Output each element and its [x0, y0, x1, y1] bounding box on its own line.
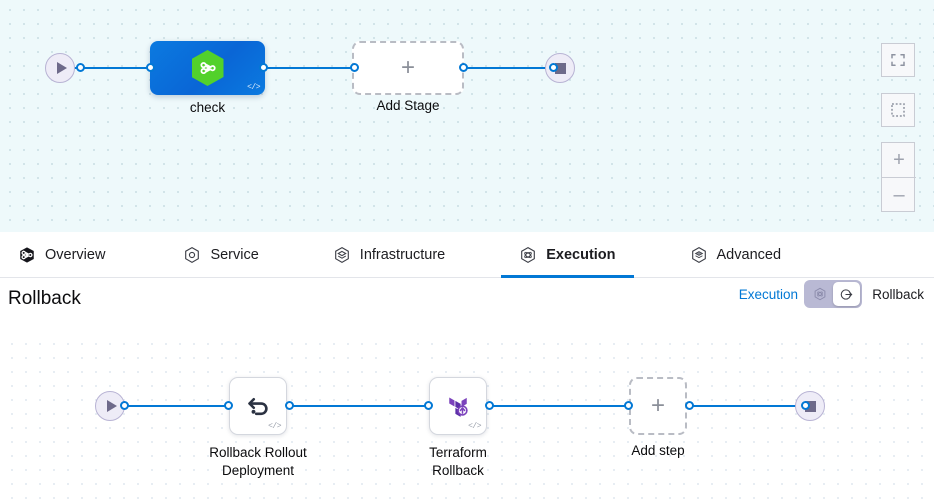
tab-label: Execution [546, 246, 616, 263]
step-node-rollback-rollout-deployment[interactable]: </> [229, 377, 287, 435]
edge-addstage-to-end [460, 67, 552, 69]
step-label-rollback-rollout-deployment: Rollback Rollout Deployment [178, 444, 338, 480]
stage-label-check: check [189, 100, 226, 115]
play-icon [106, 400, 117, 412]
tab-execution[interactable]: Execution [501, 232, 634, 278]
port-end-in[interactable] [549, 63, 558, 72]
step-label-line1: Rollback Rollout [209, 445, 307, 460]
port-step1-out[interactable] [285, 401, 294, 410]
port-check-in[interactable] [146, 63, 155, 72]
port-addstep-out[interactable] [685, 401, 694, 410]
edge-step2-to-addstep [488, 405, 630, 407]
toggle-option-rollback[interactable] [833, 282, 860, 306]
play-icon [56, 62, 67, 74]
toggle-option-execution[interactable] [806, 282, 833, 306]
rollback-undo-icon [248, 397, 268, 416]
tab-label: Advanced [716, 246, 782, 263]
edge-start-to-check [70, 67, 155, 69]
zoom-out-button[interactable]: – [882, 177, 916, 211]
edge-addstep-to-rend [688, 405, 804, 407]
marquee-select-icon [891, 103, 905, 117]
add-stage-label: Add Stage [376, 98, 440, 113]
execution-hexagon-icon [814, 287, 825, 301]
step-label-line2: Deployment [221, 463, 295, 478]
tab-overview[interactable]: Overview [16, 232, 107, 277]
layers-hexagon-icon [333, 246, 351, 264]
stage-tab-bar[interactable]: Overview Service Infrastructure [0, 232, 934, 278]
tab-advanced[interactable]: Advanced [688, 232, 784, 277]
pipeline-start-node[interactable] [45, 53, 75, 83]
port-addstep-in[interactable] [624, 401, 633, 410]
stop-icon [554, 62, 566, 74]
rollback-end-node[interactable] [795, 391, 825, 421]
service-hexagon-icon [183, 246, 201, 264]
port-step1-in[interactable] [224, 401, 233, 410]
port-rstart-out[interactable] [120, 401, 129, 410]
rollback-canvas[interactable]: </> Rollback Rollout Deployment </> Terr… [0, 332, 934, 500]
execution-rollback-toggle[interactable] [804, 280, 862, 308]
tab-service[interactable]: Service [181, 232, 260, 277]
step-label-line2: Rollback [432, 463, 484, 478]
rollback-header: Rollback Execution Rollback [0, 278, 934, 332]
tab-label: Overview [45, 246, 106, 263]
port-check-out[interactable] [259, 63, 268, 72]
port-start-out[interactable] [76, 63, 85, 72]
advanced-hexagon-icon [690, 246, 708, 264]
marquee-select-button[interactable] [881, 93, 915, 127]
code-badge-icon: </> [468, 422, 481, 431]
stop-icon [804, 400, 816, 412]
fit-to-screen-button[interactable] [881, 43, 915, 77]
tab-infrastructure[interactable]: Infrastructure [331, 232, 447, 277]
stage-node-check[interactable]: </> [150, 41, 265, 95]
tab-label: Infrastructure [359, 246, 446, 263]
plus-icon: + [650, 392, 665, 419]
port-step2-in[interactable] [424, 401, 433, 410]
add-step-label: Add step [631, 443, 685, 458]
zoom-controls[interactable]: + – [881, 142, 916, 212]
switch-label-rollback[interactable]: Rollback [872, 287, 924, 302]
fit-screen-icon [891, 54, 905, 66]
step-label-line1: Terraform [429, 445, 487, 460]
execution-hexagon-icon [519, 246, 537, 264]
port-rend-in[interactable] [801, 401, 810, 410]
page-title: Rollback [8, 288, 81, 309]
add-step-node[interactable]: + [629, 377, 687, 435]
edge-step1-to-step2 [288, 405, 430, 407]
port-step2-out[interactable] [485, 401, 494, 410]
harness-hexagon-icon [191, 50, 224, 86]
add-stage-node[interactable]: + [352, 41, 464, 95]
step-label-terraform-rollback: Terraform Rollback [378, 444, 538, 480]
edge-rstart-to-step1 [120, 405, 230, 407]
switch-label-execution[interactable]: Execution [738, 287, 798, 302]
edge-check-to-addstage [262, 67, 354, 69]
zoom-in-label: + [893, 149, 905, 171]
zoom-out-label: – [893, 183, 905, 206]
plus-icon: + [400, 54, 415, 81]
step-node-terraform-rollback[interactable]: </> [429, 377, 487, 435]
tab-label: Service [210, 246, 259, 263]
rollback-arrow-icon [840, 288, 853, 300]
stage-canvas[interactable]: </> check + Add Stage + – [0, 0, 934, 232]
zoom-in-button[interactable]: + [882, 143, 916, 177]
port-addstage-in[interactable] [350, 63, 359, 72]
code-badge-icon: </> [247, 83, 260, 92]
code-badge-icon: </> [268, 422, 281, 431]
harness-hexagon-icon [18, 246, 36, 264]
port-addstage-out[interactable] [459, 63, 468, 72]
terraform-rollback-icon [449, 397, 468, 417]
